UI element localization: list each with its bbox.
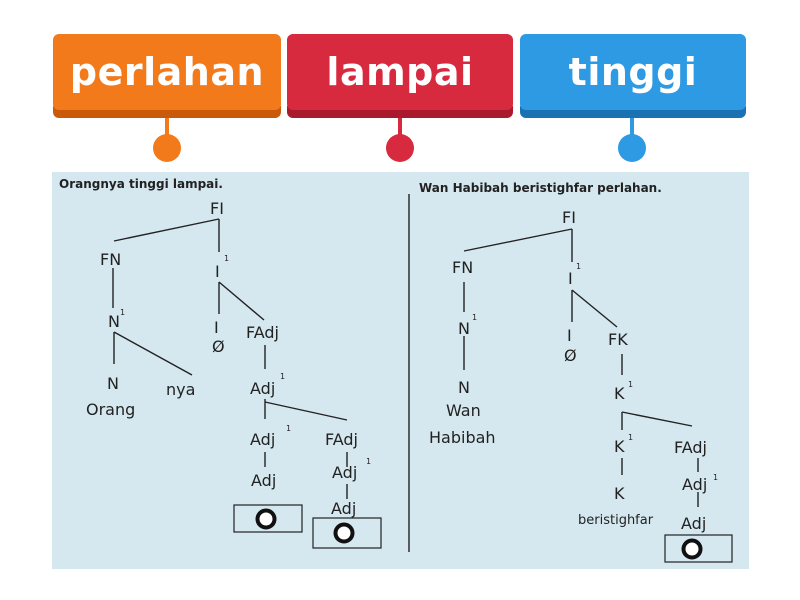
left-null: Ø (212, 337, 225, 356)
left-word-nya: nya (166, 380, 195, 399)
left-sup: 1 (280, 372, 285, 381)
right-node-N: N (458, 378, 470, 397)
tile-tinggi-label: tinggi (520, 34, 746, 110)
tile-lampai-stem (398, 118, 402, 146)
left-node-N1: N (108, 312, 120, 331)
right-word-habibah: Habibah (429, 428, 496, 447)
left-sup: 1 (366, 457, 371, 466)
left-node-FI: FI (210, 199, 224, 218)
tile-lampai-dot (386, 134, 414, 162)
right-sup: 1 (628, 380, 633, 389)
right-sup: 1 (576, 262, 581, 271)
right-node-FN: FN (452, 258, 473, 277)
left-node-Adj1b: Adj (250, 430, 275, 449)
left-node-N: N (107, 374, 119, 393)
right-node-K1b: K (614, 437, 625, 456)
right-node-FI: FI (562, 208, 576, 227)
left-sup: 1 (224, 254, 229, 263)
left-node-Adj: Adj (251, 471, 276, 490)
right-sup: 1 (472, 313, 477, 322)
tree-lines (112, 194, 699, 552)
left-node-FN: FN (100, 250, 121, 269)
answer-slot[interactable] (664, 534, 733, 563)
left-node-Adj2: Adj (331, 499, 356, 518)
tile-tinggi-stem (630, 118, 634, 146)
left-node-Adj1: Adj (250, 379, 275, 398)
tree-diagram-panel: Orangnya tinggi lampai. FI FN N 1 N Oran… (52, 172, 749, 569)
right-node-K1: K (614, 384, 625, 403)
tile-perlahan-label: perlahan (53, 34, 281, 110)
left-sup: 1 (286, 424, 291, 433)
right-node-I: I (567, 326, 572, 345)
right-node-Adj: Adj (681, 514, 706, 533)
right-sup: 1 (713, 473, 718, 482)
left-node-Adj1c: Adj (332, 463, 357, 482)
slot-marker-icon (255, 508, 277, 530)
left-sup: 1 (120, 308, 125, 317)
right-node-FK: FK (608, 330, 628, 349)
right-sup: 1 (628, 433, 633, 442)
left-node-I1: I (215, 262, 220, 281)
tile-tinggi[interactable]: tinggi (520, 34, 746, 118)
right-node-FAdj: FAdj (674, 438, 707, 457)
right-word-verb: beristighfar (578, 513, 654, 528)
left-node-FAdj: FAdj (246, 323, 279, 342)
right-node-K: K (614, 484, 625, 503)
right-sentence: Wan Habibah beristighfar perlahan. (419, 181, 662, 195)
left-sentence: Orangnya tinggi lampai. (59, 177, 223, 191)
right-node-N1: N (458, 319, 470, 338)
answer-slot[interactable] (233, 504, 303, 533)
tile-tinggi-dot (618, 134, 646, 162)
left-word-orang: Orang (86, 400, 135, 419)
tile-perlahan-dot (153, 134, 181, 162)
left-node-I: I (214, 318, 219, 337)
right-node-Adj1: Adj (682, 475, 707, 494)
tree-diagram-svg: Orangnya tinggi lampai. FI FN N 1 N Oran… (59, 177, 733, 563)
slot-marker-icon (333, 522, 355, 544)
right-node-I1: I (568, 269, 573, 288)
tile-lampai[interactable]: lampai (287, 34, 513, 118)
tile-perlahan[interactable]: perlahan (53, 34, 281, 118)
answer-slot[interactable] (312, 517, 382, 549)
right-null: Ø (564, 346, 577, 365)
left-node-FAdj2: FAdj (325, 430, 358, 449)
tile-lampai-label: lampai (287, 34, 513, 110)
right-word-wan: Wan (446, 401, 481, 420)
tile-perlahan-stem (165, 118, 169, 146)
slot-marker-icon (681, 538, 703, 560)
